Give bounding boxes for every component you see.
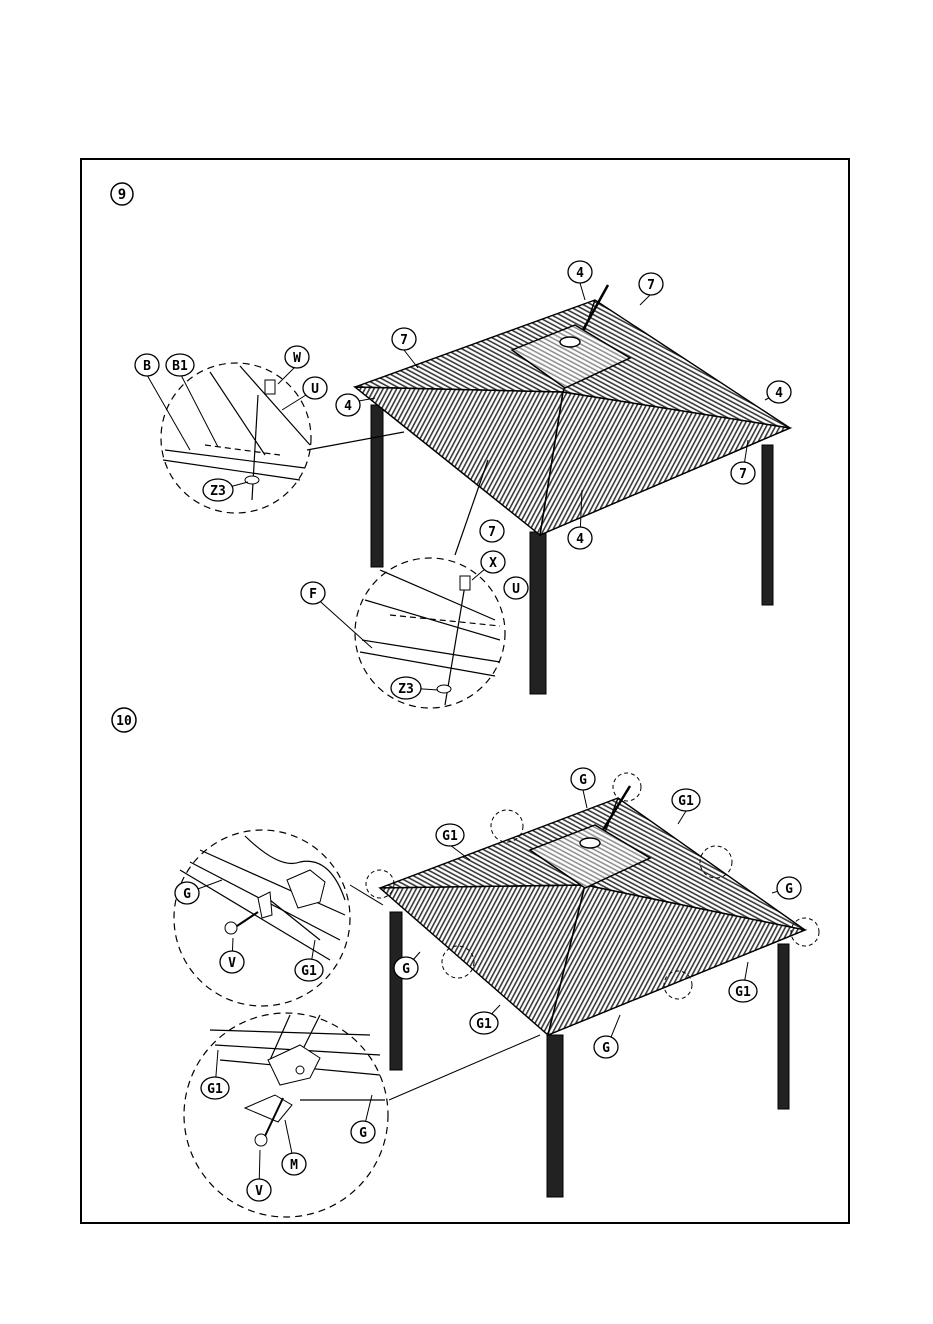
step-10-number: 10 bbox=[116, 714, 132, 729]
svg-text:4: 4 bbox=[344, 399, 352, 414]
callout-marker: Z3 bbox=[203, 479, 233, 501]
callout-marker: 4 bbox=[568, 261, 592, 283]
callout-marker: 7 bbox=[639, 273, 663, 295]
svg-text:G1: G1 bbox=[442, 829, 458, 844]
svg-text:G1: G1 bbox=[678, 794, 694, 809]
svg-text:B: B bbox=[143, 359, 151, 374]
svg-text:4: 4 bbox=[775, 386, 783, 401]
svg-text:7: 7 bbox=[488, 525, 496, 540]
callout-marker: G1 bbox=[672, 789, 700, 811]
callout-marker: V bbox=[247, 1179, 271, 1201]
callout-marker: V bbox=[220, 951, 244, 973]
svg-text:G: G bbox=[359, 1126, 367, 1141]
svg-text:U: U bbox=[512, 582, 520, 597]
svg-text:V: V bbox=[228, 956, 236, 971]
svg-text:7: 7 bbox=[400, 333, 408, 348]
callout-marker: U bbox=[504, 577, 528, 599]
step-10-detail-a bbox=[174, 830, 383, 1006]
step-9-section: 9 bbox=[111, 183, 791, 708]
callout-marker: X bbox=[481, 551, 505, 573]
callout-marker: M bbox=[282, 1153, 306, 1175]
svg-text:4: 4 bbox=[576, 532, 584, 547]
callout-marker: U bbox=[303, 377, 327, 399]
svg-text:G1: G1 bbox=[207, 1082, 223, 1097]
callout-marker: 4 bbox=[336, 394, 360, 416]
svg-text:G: G bbox=[183, 887, 191, 902]
callout-marker: G bbox=[175, 882, 199, 904]
callout-marker: G bbox=[394, 957, 418, 979]
svg-text:M: M bbox=[290, 1158, 298, 1173]
svg-text:Z3: Z3 bbox=[398, 682, 414, 697]
svg-text:G1: G1 bbox=[301, 964, 317, 979]
svg-text:V: V bbox=[255, 1184, 263, 1199]
callout-marker: 7 bbox=[731, 462, 755, 484]
step-9-number: 9 bbox=[118, 187, 126, 203]
callout-marker: F bbox=[301, 582, 325, 604]
svg-text:G1: G1 bbox=[476, 1017, 492, 1032]
callout-marker: G1 bbox=[436, 824, 464, 846]
svg-text:G: G bbox=[785, 882, 793, 897]
callout-marker: Z3 bbox=[391, 677, 421, 699]
step-9-roof bbox=[355, 285, 790, 535]
svg-text:F: F bbox=[309, 587, 317, 602]
callout-marker: G1 bbox=[201, 1077, 229, 1099]
svg-text:G1: G1 bbox=[735, 985, 751, 1000]
svg-text:W: W bbox=[293, 351, 301, 366]
callout-marker: 7 bbox=[480, 520, 504, 542]
callout-marker: G bbox=[351, 1121, 375, 1143]
callout-marker: G1 bbox=[470, 1012, 498, 1034]
callout-marker: 7 bbox=[392, 328, 416, 350]
callout-marker: 4 bbox=[767, 381, 791, 403]
callout-marker: G bbox=[777, 877, 801, 899]
callout-marker: B1 bbox=[166, 354, 194, 376]
svg-text:X: X bbox=[489, 556, 497, 571]
step-10-section: 10 bbox=[112, 708, 819, 1217]
callout-marker: G1 bbox=[295, 959, 323, 981]
callout-marker: G bbox=[594, 1036, 618, 1058]
callout-marker: W bbox=[285, 346, 309, 368]
svg-text:B1: B1 bbox=[172, 359, 188, 374]
svg-text:4: 4 bbox=[576, 266, 584, 281]
svg-text:7: 7 bbox=[647, 278, 655, 293]
svg-text:G: G bbox=[602, 1041, 610, 1056]
callout-marker: G bbox=[571, 768, 595, 790]
callout-marker: G1 bbox=[729, 980, 757, 1002]
svg-text:G: G bbox=[402, 962, 410, 977]
svg-text:G: G bbox=[579, 773, 587, 788]
svg-text:7: 7 bbox=[739, 467, 747, 482]
step-10-detail-b bbox=[184, 1013, 540, 1217]
svg-text:U: U bbox=[311, 382, 319, 397]
callout-marker: B bbox=[135, 354, 159, 376]
svg-text:Z3: Z3 bbox=[210, 484, 226, 499]
callout-marker: 4 bbox=[568, 527, 592, 549]
